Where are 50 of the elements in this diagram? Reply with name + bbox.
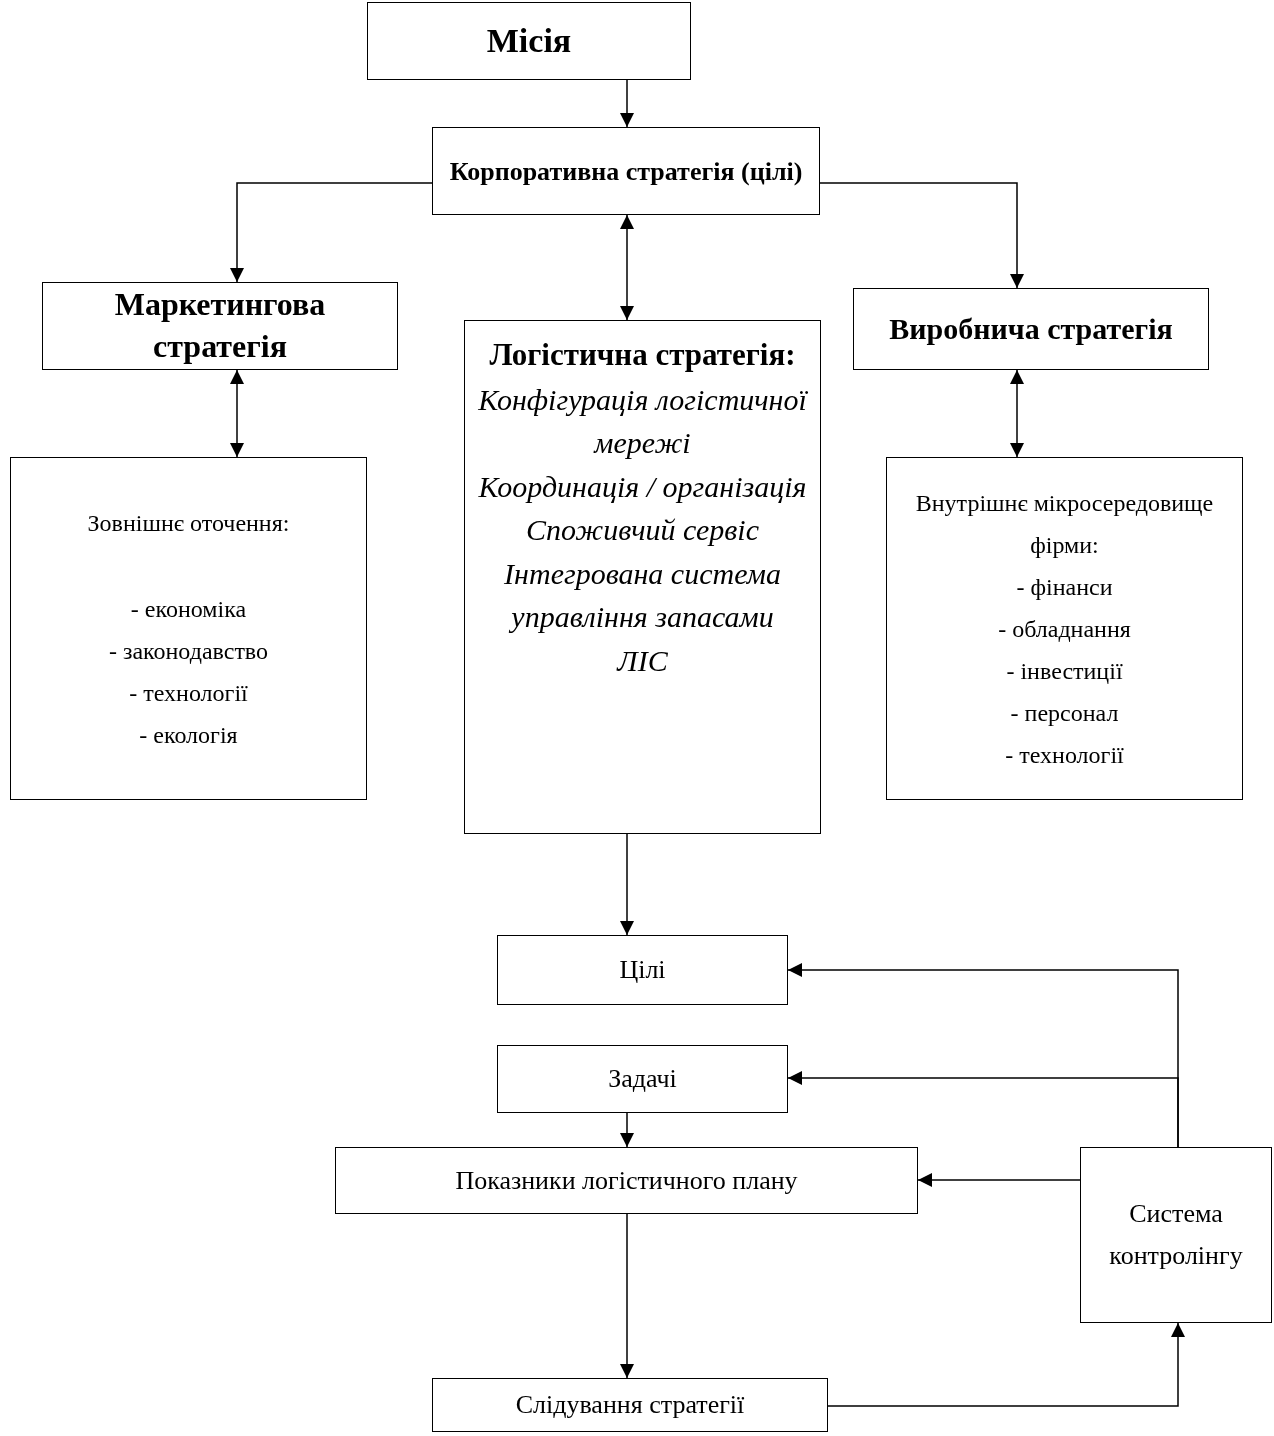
arrow: [620, 1213, 634, 1379]
box-title: Показники логістичного плану: [455, 1164, 798, 1197]
box-text: - персонал: [1010, 698, 1119, 728]
box-text: - економіка: [130, 594, 247, 624]
box-title: Задачі: [608, 1063, 677, 1095]
arrow: [620, 79, 634, 128]
process-box: [464, 320, 821, 834]
process-box: [497, 935, 788, 1005]
process-box: [497, 1045, 788, 1113]
box-text: - законодавство: [108, 636, 269, 666]
process-box: [886, 457, 1243, 800]
box-title: Цілі: [619, 954, 666, 986]
box-text: Координація / організація: [478, 468, 807, 505]
box-title: Слідування стратегії: [515, 1389, 745, 1421]
process-box: [42, 282, 398, 370]
box-text: - обладнання: [998, 614, 1131, 644]
box-text: - фінанси: [1016, 572, 1113, 602]
arrow: [819, 182, 1024, 289]
arrow: [620, 214, 634, 321]
arrow: [620, 833, 634, 936]
box-title: Система контролінгу: [1108, 1198, 1244, 1272]
arrow: [1010, 369, 1024, 458]
box-text: - технології: [1005, 740, 1124, 770]
box-title: Логістична стратегія:: [489, 336, 796, 374]
arrow: [917, 1173, 1081, 1187]
box-text: ЛІС: [617, 642, 668, 679]
box-text: - технології: [129, 678, 248, 708]
process-box: [10, 457, 367, 800]
box-title: Маркетингова стратегія: [113, 285, 327, 366]
box-text: Споживчий сервіс: [526, 512, 759, 549]
box-text: Інтегрована система управління запасами: [503, 555, 782, 636]
box-title: Зовнішнє оточення:: [87, 508, 290, 538]
arrow: [827, 1322, 1185, 1407]
box-title: Виробнича стратегія: [889, 311, 1173, 347]
process-box: [432, 127, 820, 215]
process-box: [335, 1147, 918, 1214]
process-box: [1080, 1147, 1272, 1323]
box-title: Місія: [486, 20, 572, 61]
process-box: [853, 288, 1209, 370]
arrow: [787, 1071, 1179, 1148]
box-title: Корпоративна стратегія (цілі): [449, 155, 803, 188]
box-text: - інвестиції: [1006, 656, 1123, 686]
box-title: Внутрішнє мікросередовище фірми:: [914, 488, 1215, 560]
process-box: [367, 2, 691, 80]
box-text: Конфігурація логістичної мережі: [477, 381, 809, 462]
arrow: [230, 182, 433, 283]
box-text: - екологія: [139, 720, 238, 750]
process-box: [432, 1378, 828, 1432]
arrow: [230, 369, 244, 458]
arrow: [620, 1112, 634, 1148]
